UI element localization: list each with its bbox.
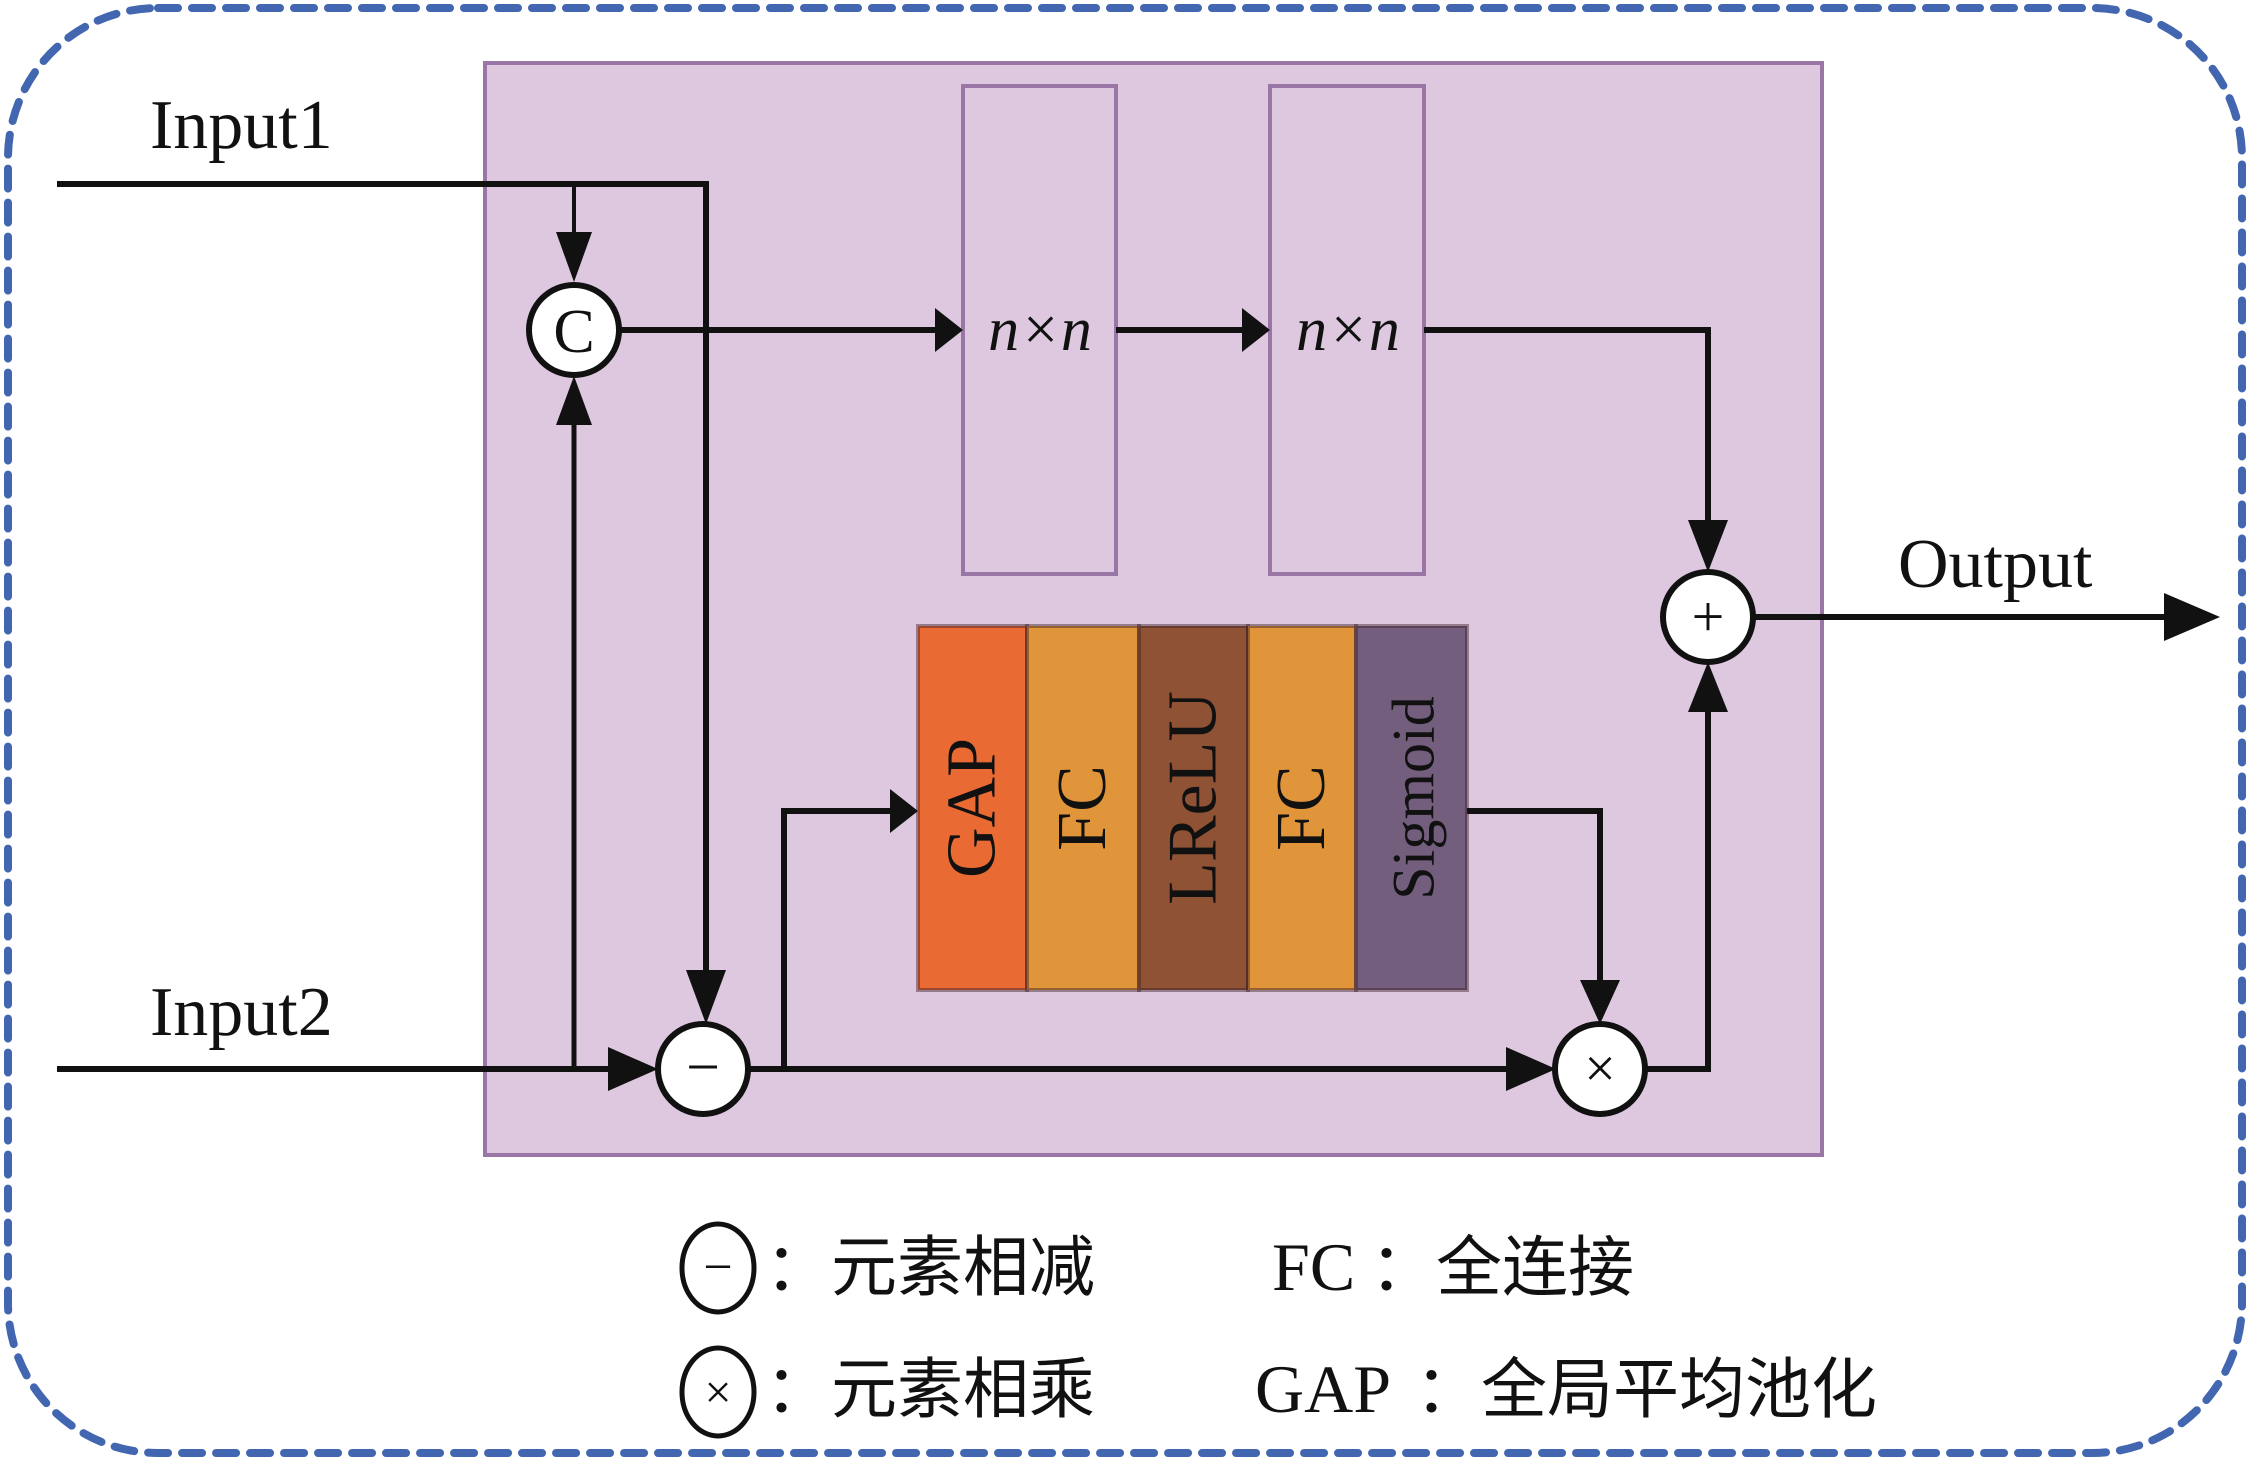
add-label: + — [1692, 584, 1725, 649]
attention-block-label: LReLU — [1155, 691, 1232, 905]
legend-gap-abbr: GAP — [1255, 1351, 1391, 1427]
attention-stack: GAP FC LReLU FC Sigmoid — [916, 624, 1469, 992]
multiply-label: × — [1584, 1038, 1616, 1100]
arrowhead — [686, 970, 726, 1024]
subtract-node: − — [655, 1021, 751, 1117]
input1-line — [57, 181, 709, 990]
conv-block-1-label: n×n — [988, 296, 1092, 364]
sigmoid-to-mul — [1467, 808, 1603, 1010]
legend-multiply-text: ：元素相乘 — [765, 1351, 1095, 1428]
subtract-label: − — [686, 1034, 720, 1100]
conv2-to-add — [1424, 327, 1711, 555]
legend-fc-text: ：全连接 — [1370, 1229, 1634, 1306]
input1-label: Input1 — [150, 87, 333, 164]
conv-block-1 — [961, 84, 1118, 576]
arrowhead — [890, 789, 918, 833]
multiply-node: × — [1552, 1021, 1648, 1117]
legend: − ：元素相减 FC ：全连接 × ：元素相乘 GAP ：全局平均池化 — [679, 1221, 1877, 1439]
conv-block-2-label: n×n — [1296, 296, 1400, 364]
arrowhead — [2164, 593, 2220, 641]
connections — [57, 181, 2180, 1072]
arrowhead — [1506, 1047, 1556, 1091]
arrowhead — [1242, 308, 1270, 352]
legend-gap-text: ：全局平均池化 — [1415, 1351, 1877, 1428]
arrowhead — [608, 1047, 658, 1091]
concat-node: C — [526, 282, 622, 378]
output-label: Output — [1898, 526, 2093, 603]
legend-row-multiply: × ：元素相乘 GAP ：全局平均池化 — [679, 1345, 1877, 1439]
attention-block-lrelu — [1137, 624, 1250, 992]
legend-subtract-symbol: − — [703, 1239, 732, 1296]
mul-to-add — [1647, 680, 1711, 1072]
arrowhead — [556, 232, 592, 282]
sub-to-gap — [781, 808, 900, 1069]
concat-label: C — [553, 298, 594, 366]
attention-block-label: FC — [1263, 765, 1340, 851]
arrowhead — [1688, 520, 1728, 572]
legend-fc-abbr: FC — [1272, 1229, 1355, 1305]
attention-block-label: GAP — [934, 738, 1011, 878]
legend-row-subtract: − ：元素相减 FC ：全连接 — [679, 1221, 1634, 1315]
legend-multiply-symbol: × — [704, 1366, 731, 1419]
arrowheads — [556, 232, 2220, 1091]
arrowhead — [935, 308, 963, 352]
arrowhead — [1688, 662, 1728, 712]
input2-label: Input2 — [150, 974, 333, 1051]
attention-block-label: Sigmoid — [1381, 696, 1447, 899]
attention-block-label: FC — [1044, 765, 1121, 851]
arrowhead — [556, 376, 592, 425]
legend-subtract-text: ：元素相减 — [765, 1229, 1095, 1306]
add-node: + — [1660, 569, 1756, 665]
conv-block-2 — [1268, 84, 1426, 576]
arrowhead — [1580, 980, 1620, 1024]
outer-dashed-border — [4, 4, 2246, 1457]
